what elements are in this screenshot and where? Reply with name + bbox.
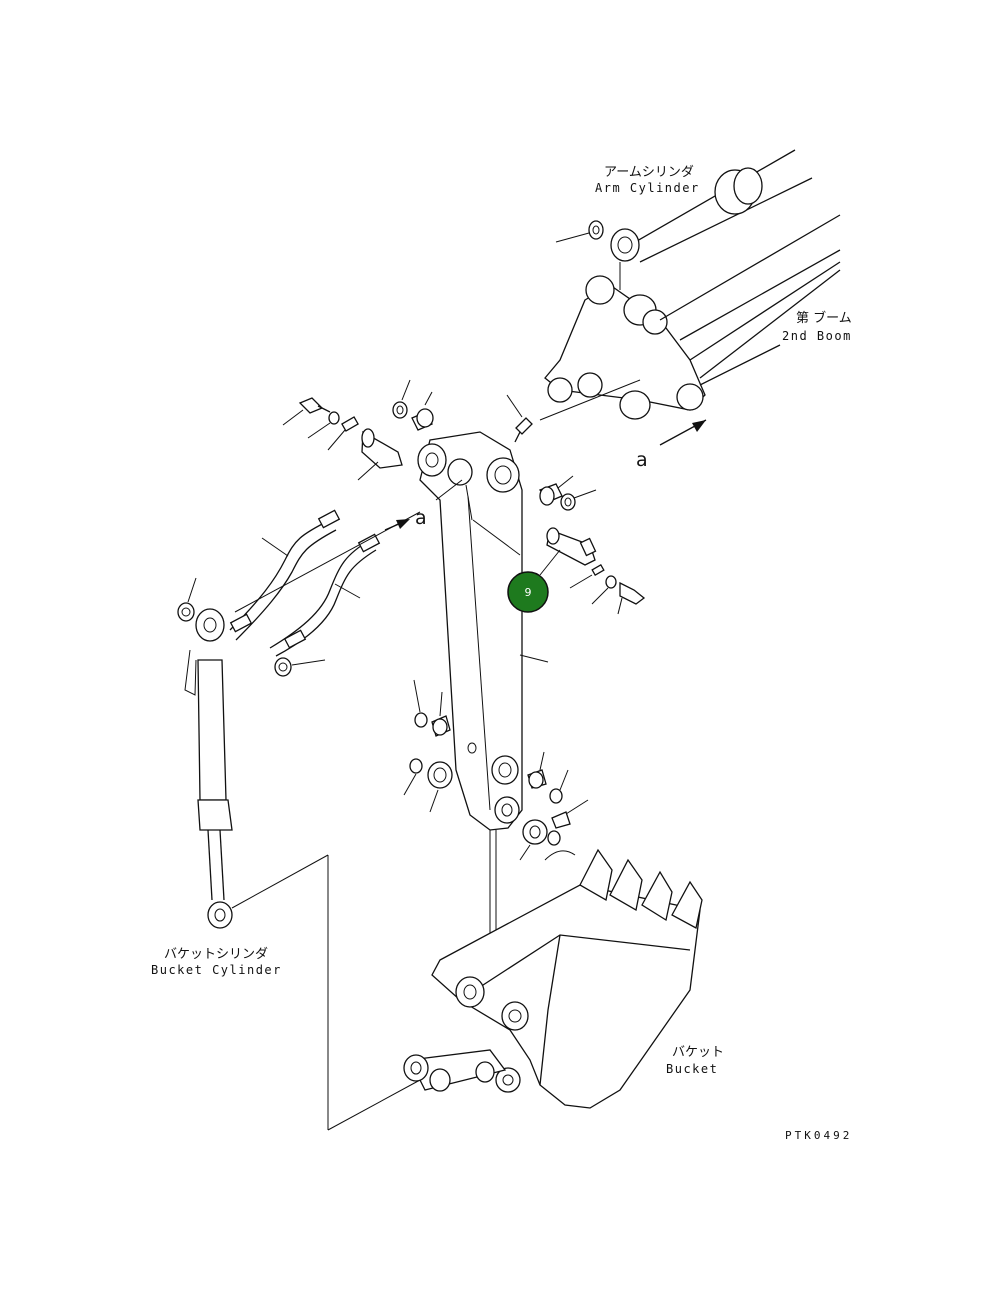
washer-part bbox=[560, 489, 597, 511]
bushing-part bbox=[431, 691, 451, 737]
plate-part bbox=[569, 564, 605, 589]
washer-part bbox=[591, 575, 617, 605]
arm-cylinder-en-label: Arm Cylinder bbox=[595, 181, 700, 195]
bucket-link bbox=[403, 1049, 507, 1092]
bushing-part bbox=[411, 391, 434, 431]
drawing-code: PTK0492 bbox=[785, 1129, 852, 1142]
second-boom bbox=[544, 214, 841, 420]
washer-part bbox=[413, 679, 428, 728]
bushing-part bbox=[527, 751, 547, 789]
plate-part bbox=[327, 416, 359, 451]
washer-part bbox=[547, 830, 561, 846]
grease-fitting-part bbox=[551, 799, 589, 829]
washer-part bbox=[274, 657, 326, 677]
bucket-cylinder bbox=[184, 608, 421, 1131]
bucket-jp-label: バケット bbox=[672, 1045, 724, 1060]
bolt-part bbox=[282, 397, 331, 426]
arrow-a-lower bbox=[234, 511, 421, 613]
washer-part bbox=[403, 758, 423, 796]
callout-badge[interactable]: 9 bbox=[507, 549, 561, 613]
hose-assembly bbox=[229, 509, 381, 657]
pin-part bbox=[357, 428, 403, 481]
bolt-part bbox=[617, 581, 646, 615]
arrow-a-upper bbox=[659, 419, 707, 446]
arm-cylinder bbox=[610, 149, 813, 290]
second-boom-jp-label: 第 ブーム bbox=[796, 310, 852, 326]
washer-part bbox=[549, 769, 569, 804]
callout-number: 9 bbox=[525, 586, 532, 599]
washer-part bbox=[392, 379, 411, 419]
bushing-part bbox=[539, 475, 574, 506]
pin-part bbox=[546, 527, 597, 566]
bucket bbox=[431, 848, 703, 1109]
spacer-part bbox=[519, 819, 548, 861]
washer-part bbox=[555, 220, 604, 243]
spacer-part bbox=[427, 761, 453, 813]
arm bbox=[417, 431, 549, 831]
second-boom-en-label: 2nd Boom bbox=[782, 329, 852, 343]
arrow-a-upper-label: a bbox=[636, 449, 648, 471]
arrow-a-lower-label: a bbox=[415, 507, 427, 529]
washer-part bbox=[177, 577, 197, 622]
grease-fitting-part bbox=[506, 394, 533, 443]
bucket-cylinder-en-label: Bucket Cylinder bbox=[151, 963, 282, 977]
arm-cylinder-jp-label: アームシリンダ bbox=[604, 165, 694, 180]
bucket-cylinder-jp-label: バケットシリンダ bbox=[164, 947, 268, 962]
washer-part bbox=[307, 411, 340, 439]
bucket-en-label: Bucket bbox=[666, 1062, 718, 1076]
